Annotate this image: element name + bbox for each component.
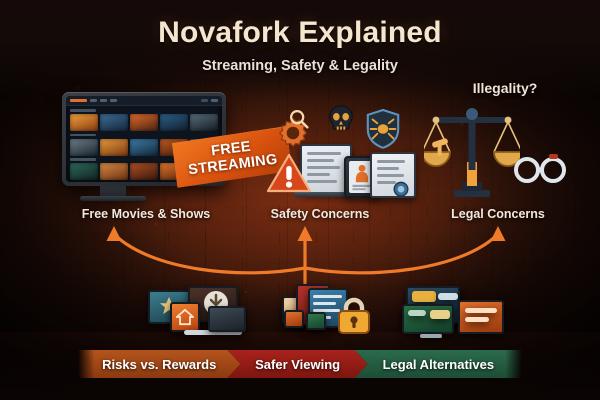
seal-badge-icon bbox=[393, 181, 409, 197]
banner-label: Safer Viewing bbox=[255, 356, 341, 372]
column-caption-free-movies: Free Movies & Shows bbox=[81, 207, 211, 221]
row-label bbox=[70, 133, 96, 136]
movie-thumbnail bbox=[70, 138, 98, 156]
background-top-shade bbox=[0, 0, 600, 96]
subscription-list-icon bbox=[412, 291, 436, 302]
thumbnail-row bbox=[70, 114, 218, 131]
gear-icon bbox=[278, 117, 308, 148]
safer-viewing-icon-group bbox=[282, 282, 382, 334]
document-text-line bbox=[307, 152, 342, 155]
home-glyph-icon bbox=[176, 308, 194, 326]
document-text-line bbox=[377, 160, 406, 163]
document-text-line bbox=[307, 159, 335, 162]
subscription-list-icon bbox=[465, 317, 489, 322]
television-icon bbox=[62, 92, 226, 186]
magnifier-icon bbox=[290, 110, 309, 129]
process-banner: Risks vs. Rewards Safer Viewing Legal Al… bbox=[78, 350, 522, 378]
nav-item bbox=[211, 99, 218, 102]
column-caption-legal: Legal Concerns bbox=[451, 207, 545, 221]
handcuffs-icon bbox=[514, 154, 566, 183]
document-text-line bbox=[307, 180, 338, 183]
nav-item bbox=[201, 99, 208, 102]
column-caption-safety: Safety Concerns bbox=[270, 207, 370, 221]
row-label bbox=[70, 109, 96, 112]
movie-thumbnail bbox=[100, 138, 128, 156]
subscription-list-icon bbox=[465, 308, 497, 313]
skull-icon bbox=[329, 105, 353, 130]
shield-virus-icon bbox=[366, 108, 400, 149]
page-subtitle: Streaming, Safety & Legality bbox=[202, 58, 398, 74]
tv-icon bbox=[402, 304, 454, 334]
laptop-base bbox=[184, 330, 242, 335]
tv-icon bbox=[208, 306, 246, 332]
movie-thumbnail bbox=[160, 114, 188, 131]
laptop-icon bbox=[294, 192, 358, 197]
risks-rewards-icon-group bbox=[148, 286, 258, 338]
vpn-shield-icon bbox=[284, 310, 304, 328]
monitor-stand bbox=[420, 334, 442, 338]
document-icon bbox=[370, 152, 416, 198]
movie-thumbnail bbox=[70, 114, 98, 131]
nav-item bbox=[110, 99, 117, 102]
movie-thumbnail bbox=[100, 114, 128, 131]
page-title: Novafork Explained bbox=[158, 16, 442, 49]
document-text-line bbox=[377, 167, 400, 170]
subscription-list-icon bbox=[438, 293, 458, 300]
tv-base bbox=[80, 196, 146, 201]
document-icon bbox=[300, 144, 352, 194]
balance-scales-icon bbox=[424, 108, 520, 197]
warning-triangle-icon bbox=[266, 153, 312, 193]
document-text-line bbox=[377, 181, 396, 184]
nav-item bbox=[100, 99, 107, 102]
safety-icon-cluster bbox=[266, 100, 418, 200]
illegality-annotation: Illegality? bbox=[472, 80, 538, 96]
tv-stand bbox=[100, 186, 126, 198]
legal-alternatives-icon-group bbox=[402, 286, 512, 338]
movie-thumbnail bbox=[130, 138, 158, 156]
movie-thumbnail bbox=[190, 114, 218, 131]
movie-thumbnail bbox=[100, 163, 128, 180]
padlock-icon bbox=[338, 297, 370, 334]
nav-item bbox=[90, 99, 97, 102]
movie-thumbnail bbox=[70, 163, 98, 180]
banner-label: Legal Alternatives bbox=[382, 356, 495, 372]
malware-figure-icon bbox=[352, 164, 372, 191]
flow-arrows bbox=[106, 226, 506, 284]
gavel-icon bbox=[432, 138, 448, 156]
document-text-line bbox=[307, 166, 340, 169]
vpn-shield-icon bbox=[306, 312, 326, 330]
banner-segment-risks-rewards[interactable]: Risks vs. Rewards bbox=[78, 350, 241, 378]
row-label bbox=[70, 158, 96, 161]
document-text-line bbox=[377, 174, 404, 177]
streaming-app-logo bbox=[70, 98, 87, 103]
movie-thumbnail bbox=[130, 163, 158, 180]
streaming-app-navbar bbox=[66, 96, 222, 106]
banner-segment-safer-viewing[interactable]: Safer Viewing bbox=[228, 350, 368, 378]
subscription-list-icon bbox=[408, 310, 426, 316]
banner-label: Risks vs. Rewards bbox=[102, 356, 217, 372]
arrowhead-center-up bbox=[297, 226, 313, 241]
arrowhead-right bbox=[490, 226, 506, 241]
subscription-list-icon bbox=[430, 310, 450, 319]
banner-segment-legal-alternatives[interactable]: Legal Alternatives bbox=[354, 350, 522, 378]
movie-thumbnail bbox=[130, 114, 158, 131]
document-text-line bbox=[313, 295, 342, 298]
document-text-line bbox=[307, 173, 330, 176]
document-text-line bbox=[313, 302, 336, 305]
document-text-line bbox=[313, 309, 340, 312]
arrowhead-left bbox=[106, 226, 122, 241]
